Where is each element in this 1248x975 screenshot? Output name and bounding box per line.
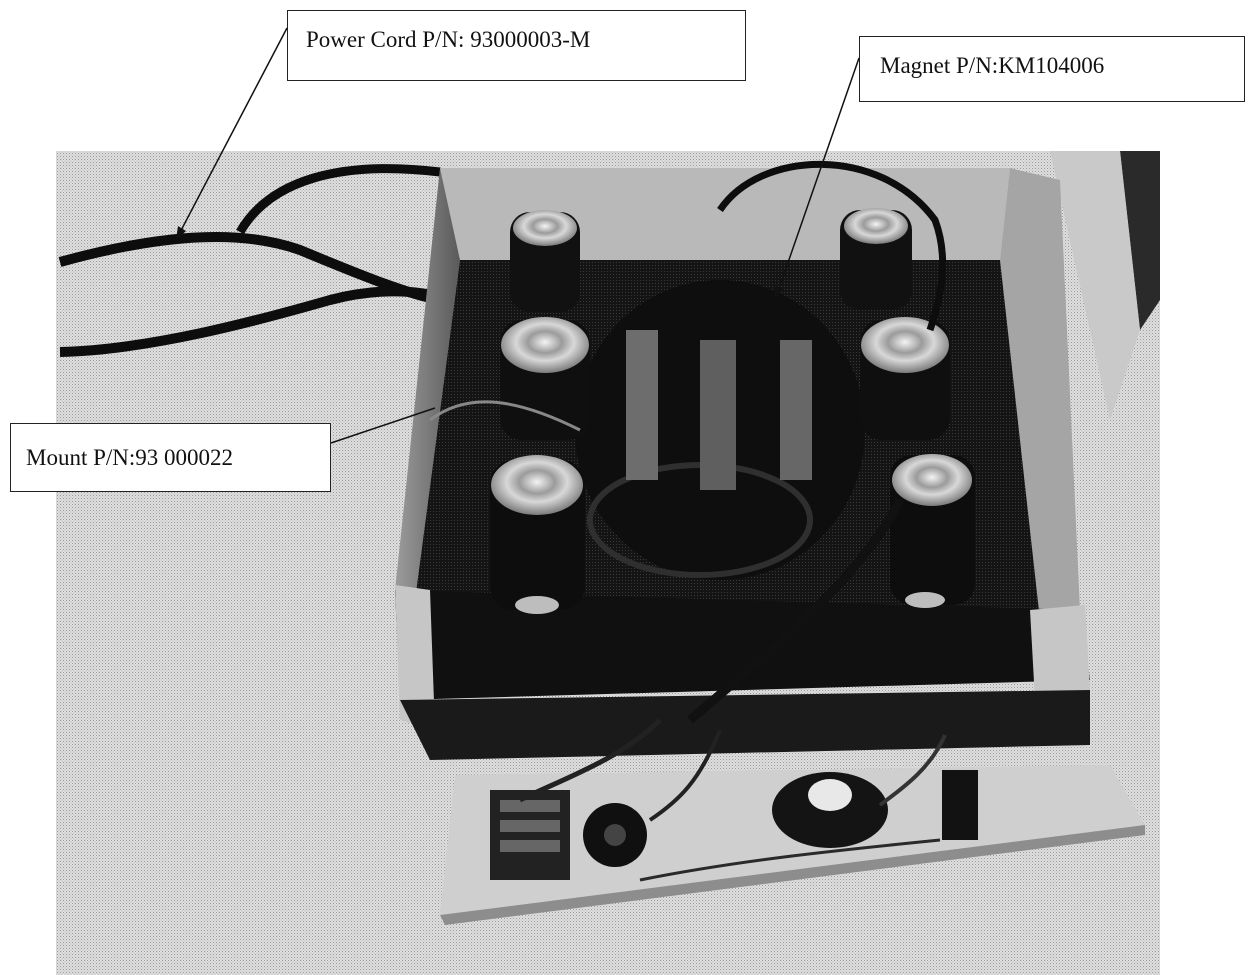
leader-line-power <box>175 27 288 241</box>
power-cord-upper <box>236 164 441 235</box>
power-cord-label: Power Cord P/N: 93000003-M <box>306 27 591 52</box>
switch <box>942 770 978 840</box>
magnet-callout: Magnet P/N:KM104006 <box>859 36 1245 102</box>
leader-line-magnet <box>774 57 860 301</box>
control-plate-edge <box>440 825 1145 925</box>
power-cord-loop <box>59 286 454 357</box>
leader-line-mount <box>330 407 436 444</box>
magnet-bar-left <box>626 330 658 480</box>
background-shadow <box>1120 151 1160 330</box>
magnet-label: Magnet P/N:KM104006 <box>880 53 1105 78</box>
mount-label: Mount P/N:93 000022 <box>26 445 234 470</box>
power-cord-callout: Power Cord P/N: 93000003-M <box>287 10 746 81</box>
magnet-bar-center <box>700 340 736 490</box>
chassis-right-wall <box>1000 168 1080 620</box>
internal-cable <box>717 160 947 332</box>
signal-cable <box>687 497 905 724</box>
chassis-left-flange <box>395 585 435 730</box>
chassis-bottom-front <box>400 690 1090 760</box>
thin-wire <box>429 400 581 432</box>
chassis-right-flange <box>1030 605 1090 700</box>
chassis-left-wall <box>395 168 460 600</box>
background-shelf <box>1050 151 1140 420</box>
chassis-front-lip <box>395 590 1090 700</box>
mount-callout: Mount P/N:93 000022 <box>10 423 331 492</box>
magnet-bar-right <box>780 340 812 480</box>
